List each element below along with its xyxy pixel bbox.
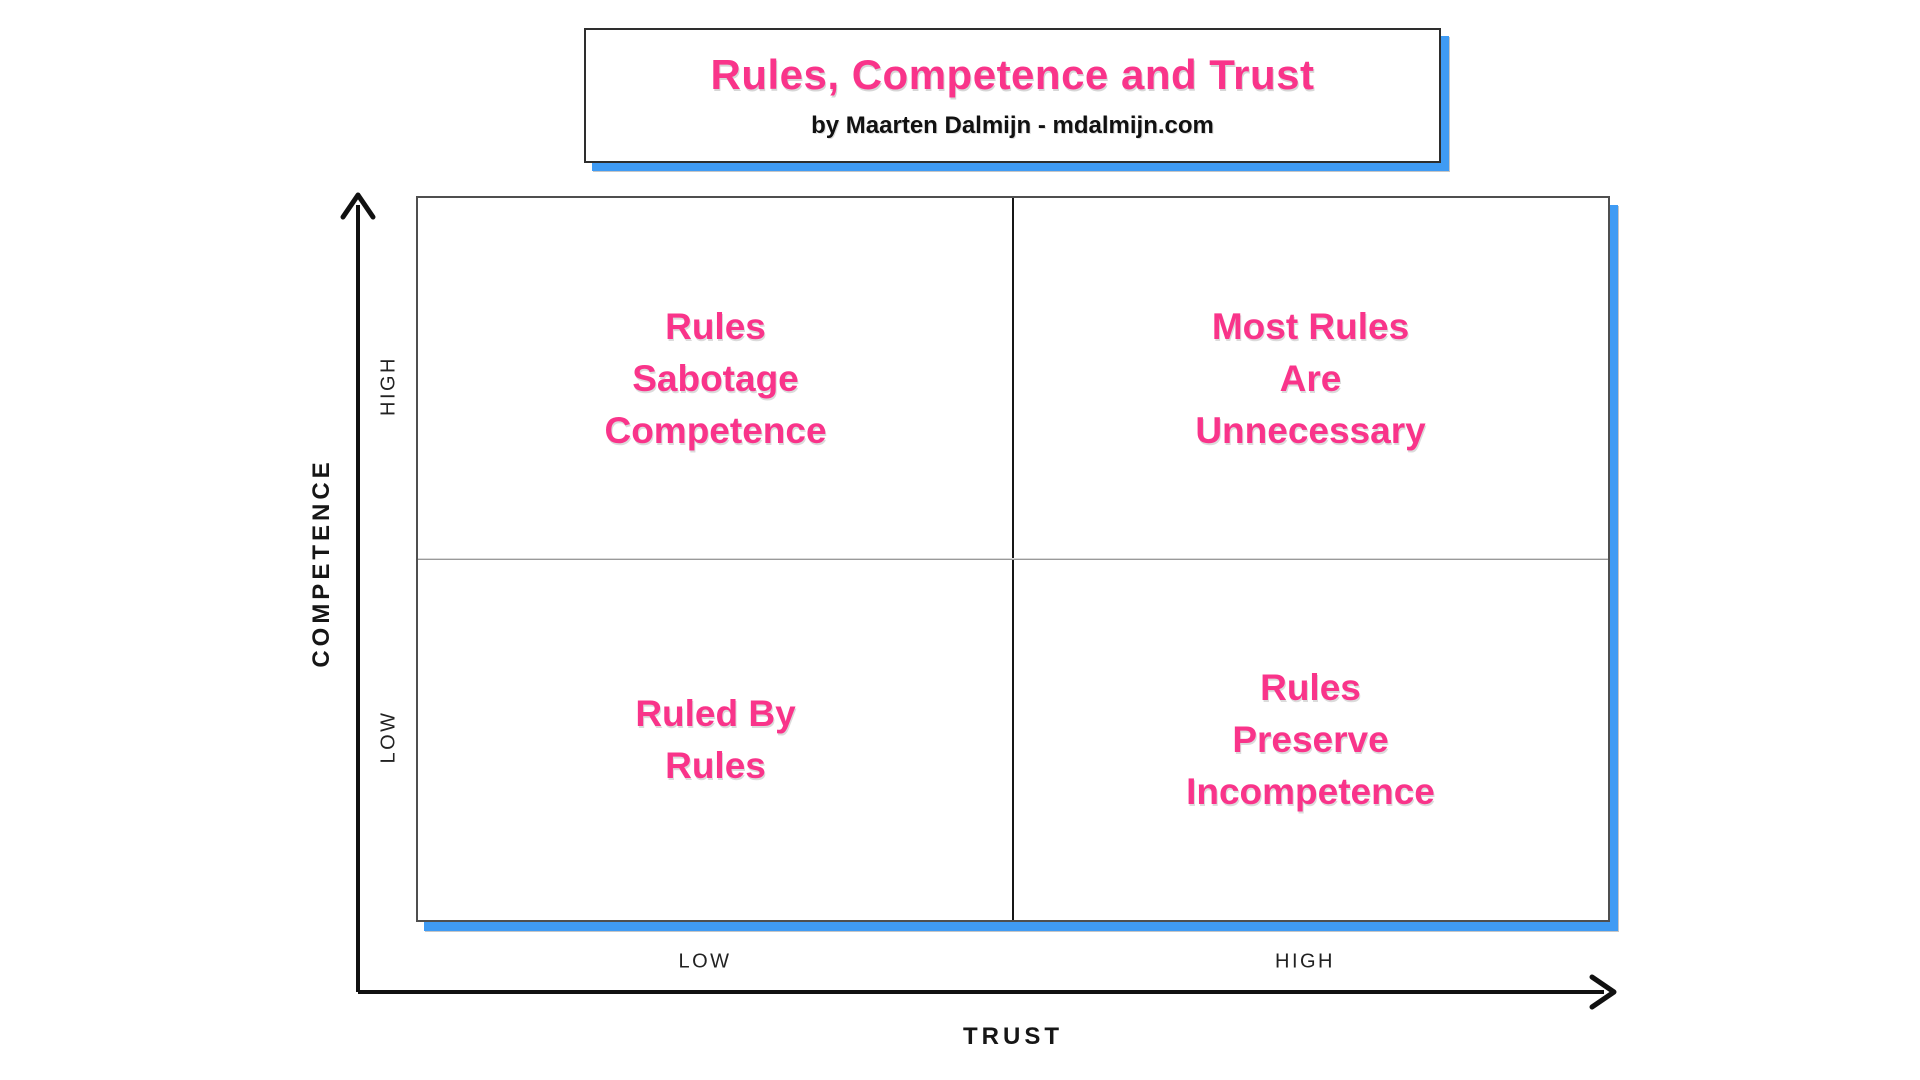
chart-title: Rules, Competence and Trust — [710, 51, 1315, 98]
quadrant-line: Rules — [665, 744, 766, 786]
quadrant-top-left: Rules Sabotage Competence — [418, 198, 1013, 559]
x-axis-title: TRUST — [963, 1023, 1063, 1050]
x-tick-low: LOW — [678, 950, 732, 973]
quadrant-line: Competence — [604, 409, 827, 451]
quadrant-line: Preserve — [1232, 718, 1389, 760]
horizontal-divider — [418, 558, 1608, 560]
quadrant-top-right: Most Rules Are Unnecessary — [1013, 198, 1608, 559]
x-axis-arrow — [358, 974, 1617, 1010]
y-tick-low: LOW — [377, 710, 400, 764]
chart-byline: by Maarten Dalmijn - mdalmijn.com — [811, 112, 1214, 139]
quadrant-line: Unnecessary — [1195, 409, 1426, 451]
quadrant-line: Incompetence — [1186, 770, 1435, 812]
quadrant-matrix: Rules Sabotage Competence Most Rules Are… — [416, 196, 1610, 922]
quadrant-line: Most Rules — [1211, 305, 1410, 347]
quadrant-bottom-right: Rules Preserve Incompetence — [1013, 559, 1608, 920]
y-axis-arrow — [340, 192, 376, 992]
quadrant-line: Rules — [1260, 666, 1361, 708]
quadrant-line: Ruled By — [635, 692, 796, 734]
y-axis-title: COMPETENCE — [308, 458, 335, 668]
x-tick-high: HIGH — [1275, 950, 1335, 973]
quadrant-line: Sabotage — [632, 357, 799, 399]
title-card: Rules, Competence and Trust by Maarten D… — [584, 28, 1441, 163]
y-tick-high: HIGH — [377, 356, 400, 416]
quadrant-line: Are — [1279, 357, 1342, 399]
quadrant-line: Rules — [665, 305, 766, 347]
quadrant-bottom-left: Ruled By Rules — [418, 559, 1013, 920]
